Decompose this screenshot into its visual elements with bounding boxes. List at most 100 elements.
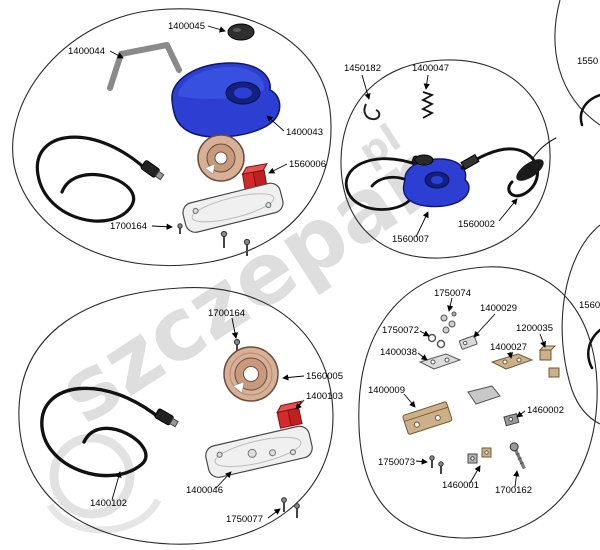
leader-line (267, 508, 281, 519)
leader-line (516, 410, 526, 418)
part-label: 1750072 (382, 325, 419, 336)
part-label: 1560007 (392, 234, 429, 245)
leader-line (507, 351, 514, 359)
leader-line (403, 393, 416, 408)
assembly-top-center: 1450182 1400047 1560002 1560007 (344, 63, 557, 245)
terminal-block (276, 400, 303, 429)
assembly-outline-top-left (12, 8, 332, 267)
leader-line (151, 223, 173, 230)
small-screws (429, 455, 444, 474)
leader-line (207, 25, 226, 33)
part-label: 1400102 (90, 498, 127, 509)
part-label: 1700162 (495, 485, 532, 496)
motor-coil (197, 134, 245, 182)
cable-stub (587, 328, 600, 370)
hook-part (363, 103, 381, 121)
assembly-outline-bottom-left (18, 287, 334, 545)
leader-line (361, 74, 371, 100)
part-label: 1560002 (458, 219, 495, 230)
part-label: 1200035 (516, 323, 553, 334)
leader-line (295, 399, 305, 410)
part-label: 1460002 (527, 405, 564, 416)
spring-part (420, 91, 435, 119)
part-label: 1750073 (378, 457, 415, 468)
metal-plate (418, 353, 462, 370)
leader-line (266, 115, 285, 132)
cord-assembly (460, 137, 557, 198)
part-label: 1750074 (434, 288, 471, 299)
part-label: 1550 (577, 56, 598, 67)
part-label: 1750077 (226, 514, 263, 525)
part-label: 1400027 (490, 342, 527, 353)
part-label: 1560 (579, 300, 600, 311)
housing-cover (171, 62, 281, 138)
part-label: 1400046 (186, 485, 223, 496)
screw (177, 223, 183, 234)
screw (243, 238, 251, 256)
part-label: 1460001 (442, 480, 479, 491)
metal-blade (467, 385, 501, 405)
assembly-right-edge: 1550 1560 (577, 56, 600, 370)
leader-line (111, 471, 122, 501)
housing-cap (414, 154, 434, 166)
leader-line (473, 313, 496, 338)
leader-line (282, 374, 305, 381)
cable-plug (140, 160, 165, 181)
leader-line (498, 198, 518, 222)
part-label: 1400103 (306, 391, 343, 402)
handle-bracket (107, 42, 182, 91)
screw (281, 497, 287, 512)
leader-line (423, 74, 430, 90)
part-label: 1400047 (412, 63, 449, 74)
part-label: 1560006 (289, 159, 326, 170)
watermark-logo-ring (49, 433, 135, 519)
leader-line (215, 471, 232, 489)
washer-screw-stack (440, 311, 457, 334)
assembly-outline-top-center (340, 59, 551, 259)
leader-line (539, 333, 547, 348)
brass-block (548, 367, 560, 378)
leader-line (415, 458, 428, 465)
screw (220, 230, 228, 248)
screw (294, 503, 300, 518)
leader-line (447, 297, 454, 312)
leader-line (513, 470, 520, 488)
clip (503, 413, 520, 427)
bolt (509, 442, 526, 470)
cable-stub (579, 93, 600, 127)
assembly-bottom-right: 1750074 1400029 1750072 1200035 1400027 … (368, 288, 564, 496)
leader-line (109, 50, 124, 59)
watermark-logo-swoosh (46, 498, 162, 534)
part-label: 1400038 (380, 347, 417, 358)
base-plate (205, 425, 313, 478)
part-label: 1560005 (306, 371, 343, 382)
assembly-outline-bottom-right (358, 266, 598, 539)
leader-line (419, 330, 430, 337)
leader-line (417, 352, 428, 361)
brass-angle-bracket (402, 401, 453, 435)
brass-bracket (490, 353, 534, 370)
assembly-outline-right-top-partial (554, 0, 600, 126)
motor-coil (223, 346, 279, 402)
end-cap (227, 23, 255, 41)
washers (427, 333, 446, 349)
brass-block (538, 345, 557, 361)
leader-line (469, 465, 481, 484)
assembly-top-left: 1400045 1400044 1400043 1560006 1700164 (35, 21, 326, 256)
part-label: 1400044 (68, 46, 105, 57)
small-bracket (458, 335, 478, 350)
coil-pointer (232, 381, 245, 394)
terminal-block (241, 162, 268, 191)
coil-pointer (204, 163, 216, 175)
part-label: 1450182 (344, 63, 381, 74)
part-label: 1700164 (208, 308, 245, 319)
leader-line (268, 163, 288, 174)
leader-line (231, 317, 239, 339)
power-cable (35, 135, 152, 223)
base-plate (182, 182, 284, 233)
part-label: 1700164 (110, 221, 147, 232)
part-label: 1400029 (480, 303, 517, 314)
assembly-bottom-left: 1700164 1560005 1400103 1400102 1400046 … (40, 308, 343, 525)
